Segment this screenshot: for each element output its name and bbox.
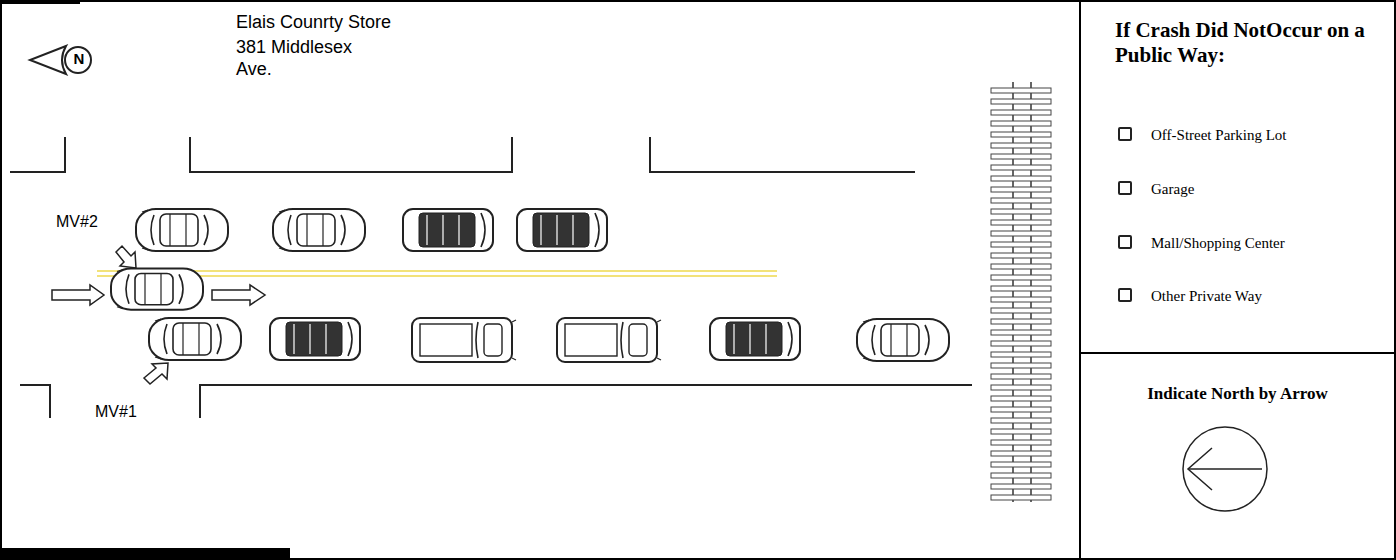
checkbox-option: Off-Street Parking Lot	[1151, 126, 1381, 144]
form-panel: If Crash Did NotOccur on a Public Way: Of…	[1079, 0, 1396, 354]
form-panel: Indicate North by Arrow	[1079, 352, 1396, 560]
vehicle-label: MV#1	[95, 402, 155, 421]
checkbox-option: Mall/Shopping Center	[1151, 234, 1381, 252]
store-address: 381 Middlesex Ave.	[236, 37, 386, 80]
checkbox-option: Other Private Way	[1151, 287, 1381, 305]
checkbox-option: Garage	[1151, 180, 1381, 198]
panel-heading: Indicate North by Arrow	[1081, 384, 1394, 404]
store-name: Elais Counrty Store	[236, 12, 496, 34]
vehicle-label: MV#2	[56, 212, 116, 231]
compass-letter: N	[71, 50, 87, 68]
panel-heading: If Crash Did NotOccur on a Public Way:	[1115, 18, 1385, 68]
